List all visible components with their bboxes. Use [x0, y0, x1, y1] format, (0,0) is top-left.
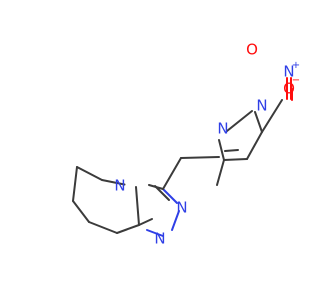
structure-svg: N N N N N N + O − O	[72, 41, 300, 248]
bond-triazole-c8a-n1	[138, 218, 153, 226]
bond-triazole-c8a-n1-double	[146, 229, 164, 237]
bond-c3-ch2	[162, 157, 182, 190]
atom-n2-label: N	[176, 199, 187, 217]
bond-azepane-3	[72, 166, 78, 202]
atom-nitro-n-label: N	[283, 63, 294, 81]
bond-pyrazole-c4-c5	[223, 158, 248, 161]
atom-nitro-o-charge: −	[292, 75, 300, 86]
bond-azepane-4	[72, 200, 90, 223]
atom-pyrazole-n1-label: N	[217, 120, 228, 138]
bond-nitro-c-n	[261, 99, 283, 133]
bond-triazole-n2-c3	[162, 188, 178, 204]
atom-nitro-n-charge: +	[292, 60, 300, 71]
bond-triazole-n1-n2	[171, 210, 180, 231]
atom-nitro-o1-label: O	[246, 41, 258, 59]
atom-n4-label: N	[114, 177, 125, 195]
atom-nitro-o2-label: O	[283, 80, 295, 98]
molecule-diagram: N N N N N N + O − O	[72, 40, 300, 248]
bond-fused-c8a-n4	[135, 186, 140, 226]
bond-pyrazole-c5-n1	[218, 139, 225, 161]
atom-pyrazole-n2-label: N	[256, 97, 267, 115]
bond-pyrazole-c4-c5-double	[224, 149, 239, 152]
atom-n1-label: N	[154, 230, 165, 248]
bond-ch2-pyrazole	[180, 156, 220, 159]
bond-azepane-1	[101, 179, 126, 186]
bond-pyrazole-methyl	[216, 159, 225, 186]
bond-pyrazole-n2-c3	[254, 111, 263, 133]
bond-pyrazole-c3-c4	[246, 131, 263, 160]
bond-triazole-c3-n4	[148, 184, 164, 190]
bond-azepane-5	[88, 221, 118, 234]
bond-azepane-6	[116, 224, 140, 234]
bond-pyrazole-n1-n2	[226, 110, 253, 132]
bond-azepane-2	[76, 166, 103, 181]
